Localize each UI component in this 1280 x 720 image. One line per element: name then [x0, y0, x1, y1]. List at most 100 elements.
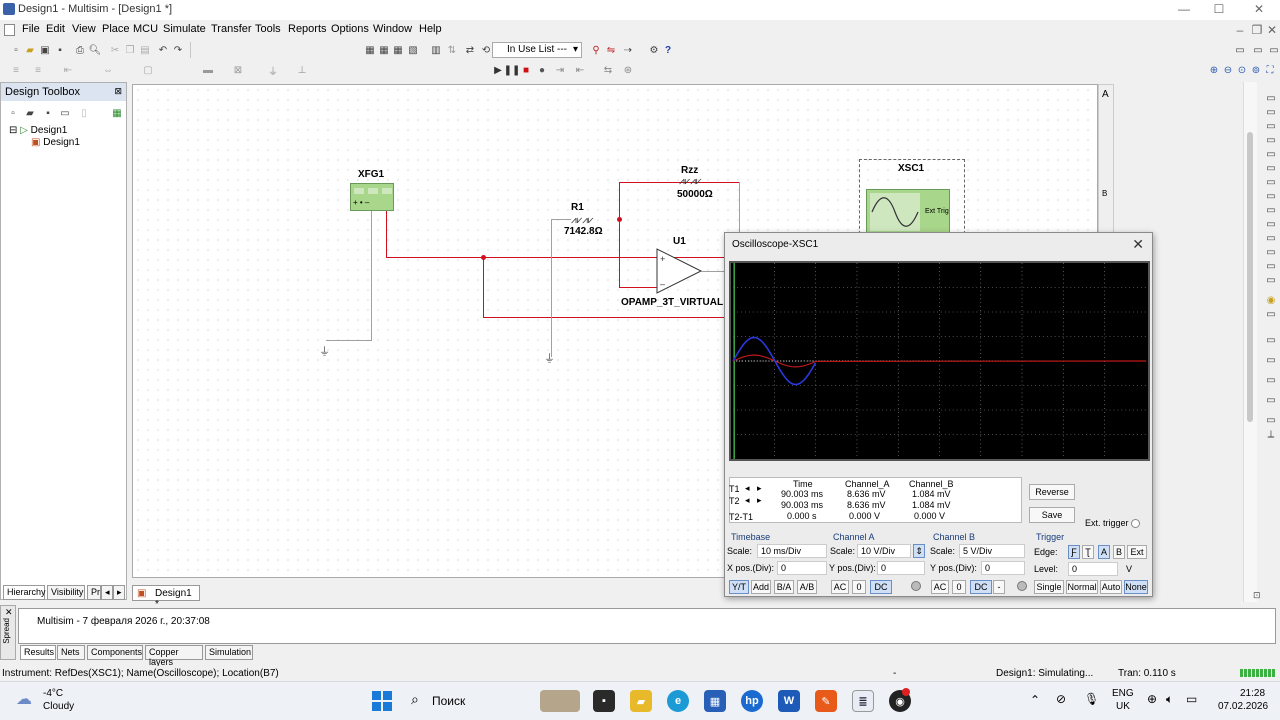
oscilloscope-instrument[interactable]: Ext Trig [866, 189, 950, 233]
spreadsheet-close-icon[interactable]: ✕ [5, 607, 13, 617]
backannotate-icon[interactable]: ⇅ [447, 44, 457, 56]
channel-b-dc-button[interactable]: DC [970, 580, 992, 594]
mdi-restore-icon[interactable]: ❐ [1251, 23, 1263, 37]
flip-icon[interactable]: ⇋ [606, 44, 616, 56]
scroll-thumb[interactable] [1247, 132, 1253, 422]
globe-icon[interactable]: ⊕ [1147, 692, 1158, 706]
tab-simulation[interactable]: Simulation [205, 645, 253, 660]
channel-b-minus-button[interactable]: - [993, 580, 1005, 594]
file-explorer-icon[interactable]: ▰ [630, 690, 652, 712]
align-right-icon[interactable]: ≡ [35, 64, 41, 76]
vertical-scrollbar[interactable] [1243, 82, 1257, 602]
new-design-icon[interactable]: ▫ [11, 107, 15, 119]
ground-icon[interactable]: ⏚ [268, 66, 278, 78]
function-generator[interactable]: + • – [350, 183, 394, 211]
in-use-list-dropdown[interactable]: In Use List ---▾ [492, 42, 582, 58]
channel-b-ypos-field[interactable]: 0 [981, 561, 1025, 575]
lang-top[interactable]: ENG [1112, 688, 1134, 699]
labview-icon[interactable]: ▭ [1266, 334, 1276, 346]
zoom-area-icon[interactable]: ⊙ [1237, 64, 1247, 76]
tektronix-icon[interactable]: ▭ [1266, 308, 1276, 320]
stop-icon[interactable]: ■ [522, 64, 530, 76]
channel-b-scale-field[interactable]: 5 V/Div [959, 544, 1025, 558]
menu-window[interactable]: Window [373, 23, 413, 35]
tab-next-icon[interactable]: ▸ [113, 585, 125, 600]
channel-b-zero-button[interactable]: 0 [952, 580, 966, 594]
tab-design1[interactable]: ▣ Design1 * [132, 585, 200, 610]
trigger-auto-button[interactable]: Auto [1100, 580, 1122, 594]
oscilloscope-screen[interactable] [729, 261, 1150, 461]
task-view-icon[interactable]: ▪ [593, 690, 615, 712]
clock-date[interactable]: 07.02.2026 [1218, 701, 1269, 712]
trigger-source-b-button[interactable]: B [1113, 545, 1125, 559]
logic-analyzer-icon[interactable]: ▭ [1266, 218, 1276, 230]
minimize-button[interactable]: — [1178, 2, 1190, 16]
probe-icon-2[interactable]: ⟂ [1267, 428, 1275, 440]
zoom-out-icon[interactable]: ⊖ [1223, 64, 1233, 76]
spreadsheet-icon[interactable]: ▦ [379, 44, 389, 56]
reverse-button[interactable]: Reverse [1029, 484, 1075, 500]
oscilloscope-icon[interactable]: ▭ [1266, 134, 1276, 146]
cut-icon[interactable]: ✂ [110, 44, 120, 56]
maximize-button[interactable]: ☐ [1213, 2, 1225, 16]
print-icon[interactable]: ⎙ [76, 44, 84, 56]
tab-copper-layers[interactable]: Copper layers [145, 645, 203, 667]
tab-results[interactable]: Results [20, 645, 56, 660]
search-box[interactable]: Поиск [432, 694, 466, 708]
elvis-icon[interactable]: ▭ [1266, 394, 1276, 406]
edge-icon[interactable]: e [667, 690, 689, 712]
oscilloscope-close-button[interactable]: ✕ [1132, 236, 1144, 252]
menu-reports[interactable]: Reports [288, 23, 327, 35]
save-design-icon[interactable]: ▪ [46, 107, 50, 119]
ext-trigger-terminal[interactable] [1131, 519, 1140, 528]
channel-a-ac-button[interactable]: AC [831, 580, 849, 594]
reader-icon[interactable]: ✎ [815, 690, 837, 712]
channel-a-ypos-field[interactable]: 0 [877, 561, 925, 575]
wattmeter-icon[interactable]: ▭ [1266, 120, 1276, 132]
transfer-icon[interactable]: ⟲ [481, 44, 491, 56]
store-icon[interactable]: ▦ [704, 690, 726, 712]
distribute-icon[interactable]: ⇔ [103, 64, 113, 76]
postprocessor-icon[interactable]: ▧ [408, 44, 418, 56]
channel-a-scale-spinner-icon[interactable]: ⇕ [913, 544, 925, 558]
channel-b-ac-button[interactable]: AC [931, 580, 949, 594]
timebase-scale-field[interactable]: 10 ms/Div [757, 544, 827, 558]
breakpoint-icon[interactable]: ⇆ [603, 64, 613, 76]
channel-b-terminal[interactable] [1017, 581, 1027, 591]
frequency-counter-icon[interactable]: ▭ [1266, 176, 1276, 188]
clock-time[interactable]: 21:28 [1240, 688, 1266, 699]
toggle-icon[interactable]: ▦ [112, 107, 122, 119]
spectrum-analyzer-icon[interactable]: ▭ [1266, 260, 1276, 272]
forward-annotate-icon[interactable]: ⇄ [465, 44, 475, 56]
group-icon[interactable]: ▢ [143, 64, 153, 76]
panel-icon-2[interactable]: ▭ [1253, 44, 1263, 56]
four-channel-scope-icon[interactable]: ▭ [1266, 148, 1276, 160]
save-button[interactable]: Save [1029, 507, 1075, 523]
resistor-rzz-icon[interactable]: ⩘⩗⩘⩗ [679, 176, 702, 187]
delete-design-icon[interactable]: ▯ [81, 107, 87, 119]
weather-temp[interactable]: -4°C [43, 688, 64, 699]
step-icon[interactable]: ● [538, 64, 546, 76]
tree-root[interactable]: ⊟ ▷ Design1 [9, 125, 67, 136]
menu-file[interactable]: File [22, 23, 40, 35]
component-icon[interactable]: ▬ [203, 64, 213, 76]
new-icon[interactable]: ▫ [14, 44, 18, 56]
search-highlight-icon[interactable] [540, 690, 580, 712]
mdi-minimize-icon[interactable]: – [1236, 23, 1244, 37]
open-design-icon[interactable]: ▰ [26, 107, 34, 119]
t2-right-icon[interactable]: ▸ [757, 495, 762, 505]
bus-icon[interactable]: ⊠ [233, 64, 243, 76]
undo-icon[interactable]: ↶ [158, 44, 168, 56]
tab-nets[interactable]: Nets [57, 645, 85, 660]
run-icon[interactable]: ▶ [494, 64, 502, 76]
microphone-icon[interactable]: 🎙︎ [1084, 692, 1100, 706]
iv-analyzer-icon[interactable]: ▭ [1266, 232, 1276, 244]
tray-chevron-icon[interactable]: ⌃ [1030, 693, 1041, 707]
tab-components[interactable]: Components [87, 645, 143, 660]
current-probe-icon[interactable]: ▭ [1266, 354, 1276, 366]
mathcad-icon[interactable]: W [778, 690, 800, 712]
measurement-probe-icon[interactable]: ▭ [1266, 414, 1276, 426]
tab-visibility[interactable]: Visibility [47, 585, 85, 600]
open-icon[interactable]: ▰ [26, 44, 34, 56]
opamp-icon[interactable]: + – [655, 247, 705, 295]
